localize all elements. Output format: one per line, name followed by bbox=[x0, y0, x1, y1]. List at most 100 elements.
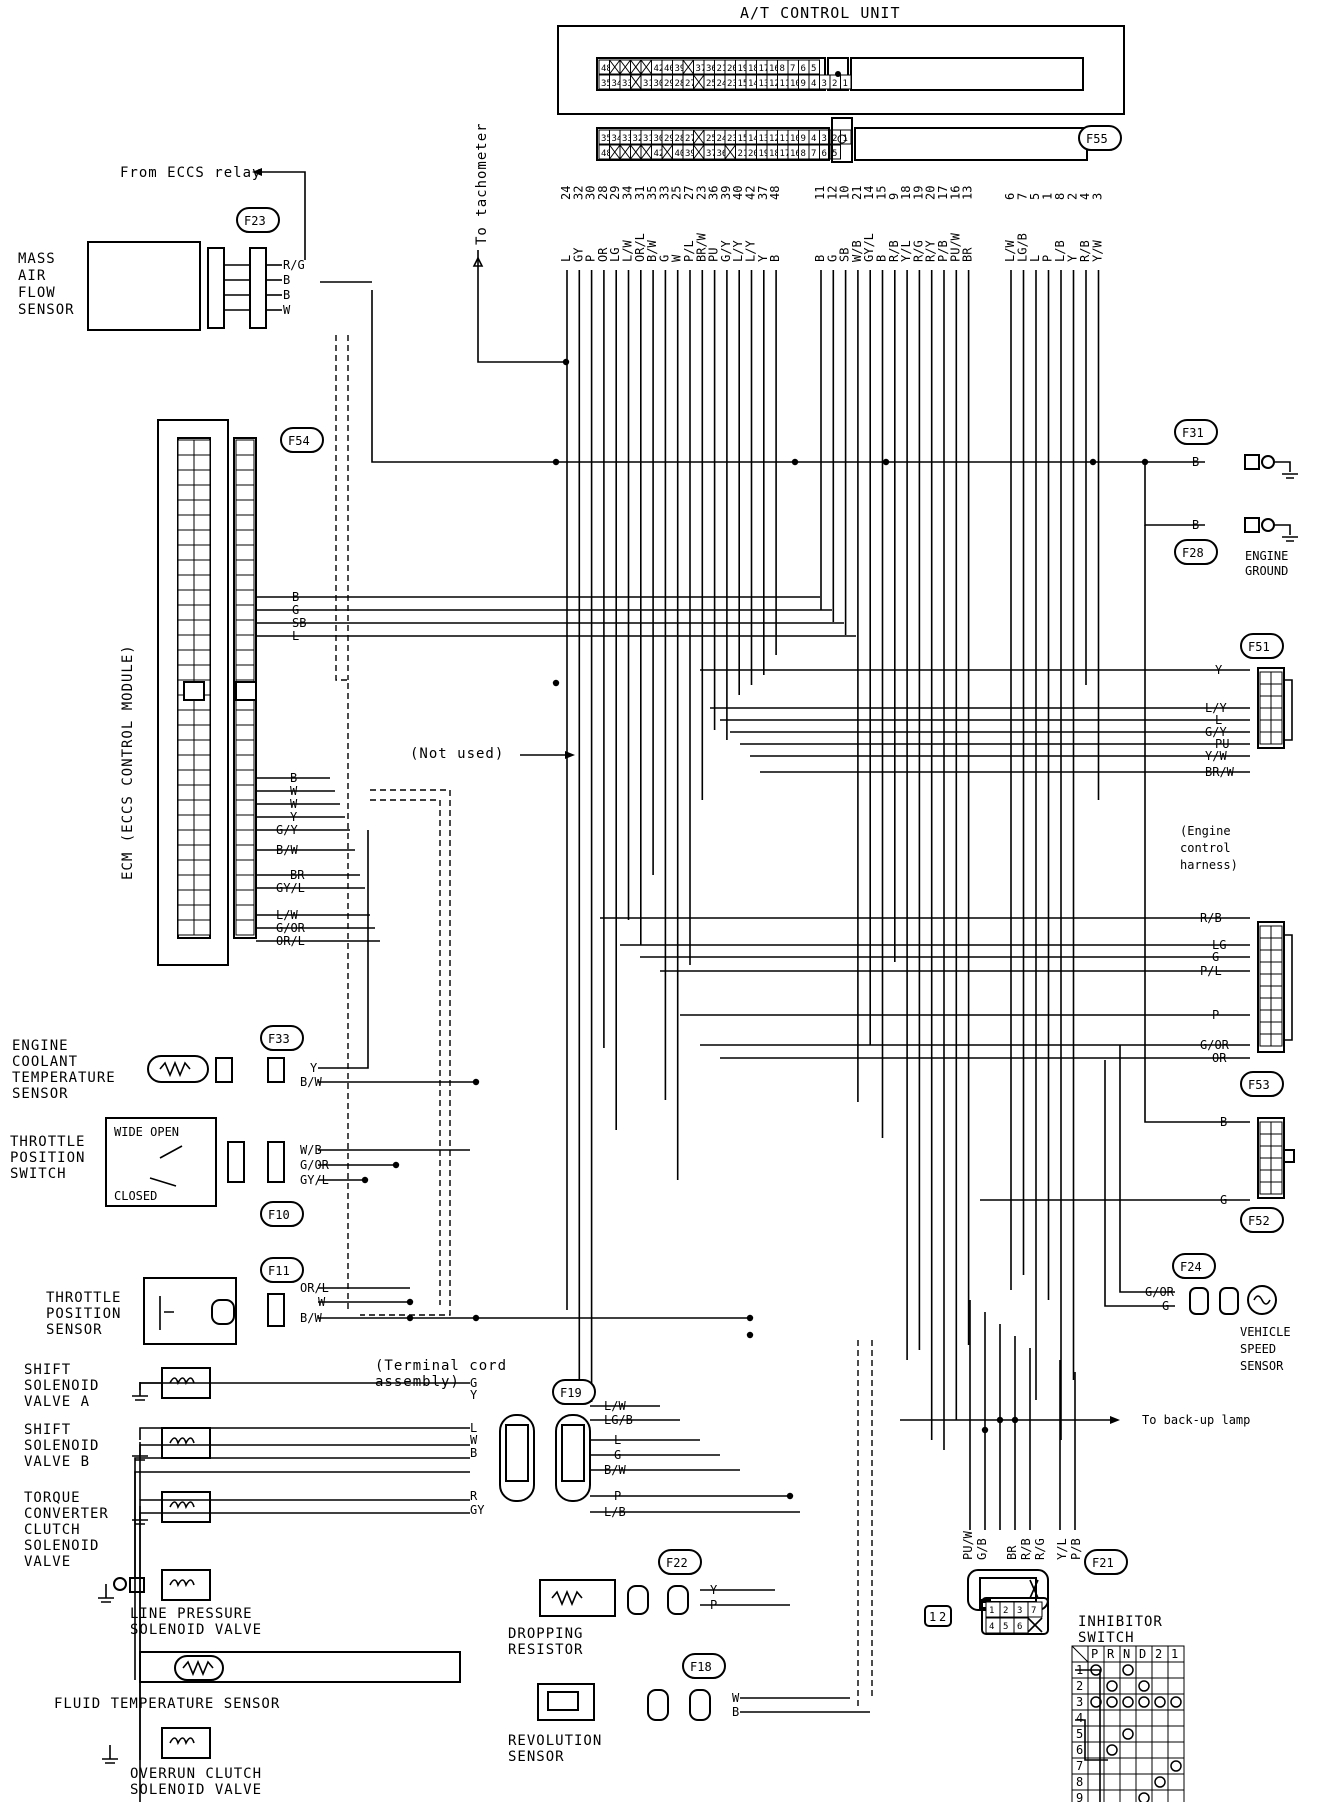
f55-top-pin: 30 bbox=[654, 134, 665, 144]
ecm-cell bbox=[177, 649, 195, 666]
f54-key bbox=[235, 681, 257, 701]
unit-top-pin: 5 bbox=[811, 64, 816, 74]
column-wire-color: Y/W bbox=[1091, 240, 1105, 262]
column-pin-number: 17 bbox=[936, 186, 950, 200]
f54-cell bbox=[235, 739, 255, 756]
ecm-cell bbox=[193, 499, 211, 516]
junction-dot bbox=[392, 1161, 400, 1169]
column-pin-number: 24 bbox=[559, 186, 573, 200]
svg-text:OR/L: OR/L bbox=[300, 1281, 329, 1295]
fluid-temperature-sensor-label: FLUID TEMPERATURE SENSOR bbox=[54, 1696, 280, 1712]
f55-bottom-cross bbox=[693, 144, 705, 160]
f54-cell bbox=[235, 439, 255, 456]
ecm-cell bbox=[177, 439, 195, 456]
column-wire-color: L bbox=[1028, 255, 1042, 262]
wire bbox=[1119, 1045, 1175, 1293]
column-pin-number: 5 bbox=[1028, 193, 1042, 200]
unit-bottom-pin: 34 bbox=[612, 79, 623, 89]
connector-tag-f18 bbox=[682, 1653, 726, 1679]
f55-bottom-pin: 40 bbox=[675, 149, 686, 159]
at-control-unit-box bbox=[557, 25, 1125, 115]
column-pin-number: 18 bbox=[899, 186, 913, 200]
column-wire-color: P bbox=[584, 255, 598, 262]
connector-tag-label: F19 bbox=[560, 1386, 582, 1400]
column-pin-number: 8 bbox=[1053, 193, 1067, 200]
junction-dot bbox=[562, 358, 570, 366]
junction-dot bbox=[552, 458, 560, 466]
engine-harness-label: control bbox=[1180, 841, 1231, 855]
wire bbox=[371, 290, 1205, 463]
unit-top-pin: 8 bbox=[780, 64, 785, 74]
torque-converter-clutch-label: VALVE bbox=[24, 1554, 71, 1570]
f55-top-pin: 13 bbox=[759, 134, 770, 144]
unit-bottom-pin: 2 bbox=[832, 79, 837, 89]
unit-bottom-pin: 25 bbox=[706, 79, 717, 89]
ecm-cell bbox=[193, 589, 211, 606]
connector-tag-label: F28 bbox=[1182, 546, 1204, 560]
connector-tag-f21 bbox=[1084, 1549, 1128, 1575]
connector-tag-f11 bbox=[260, 1257, 304, 1283]
ecm-cell bbox=[177, 799, 195, 816]
ecm-cell bbox=[177, 514, 195, 531]
f51-wire-label: BR/W bbox=[1205, 765, 1235, 779]
maf-label-3: FLOW bbox=[18, 285, 56, 301]
shift-solenoid-a-label: SHIFT bbox=[24, 1362, 71, 1378]
column-pin-number: 7 bbox=[1016, 193, 1030, 200]
f54-cell bbox=[235, 454, 255, 471]
unit-bottom-pin: 15 bbox=[738, 79, 749, 89]
ecm-label: ECM (ECCS CONTROL MODULE) bbox=[120, 644, 136, 880]
f54-cell bbox=[235, 589, 255, 606]
f54-cell bbox=[235, 754, 255, 771]
inhibitor-switch-label: SWITCH bbox=[1078, 1630, 1135, 1646]
ecm-cell bbox=[193, 889, 211, 906]
column-pin-number: 27 bbox=[682, 186, 696, 200]
engine-ground-label: ENGINE bbox=[1245, 549, 1288, 563]
connector-tag-f52 bbox=[1240, 1207, 1284, 1233]
ecm-cell bbox=[193, 529, 211, 546]
column-wire-color: LG/B bbox=[1016, 233, 1030, 262]
ecm-cell bbox=[177, 619, 195, 636]
column-pin-number: 30 bbox=[584, 186, 598, 200]
unit-top-cross bbox=[609, 59, 621, 75]
column-wire-color: BR/W bbox=[694, 232, 708, 262]
f23-wire-label: R/G bbox=[283, 258, 305, 272]
unit-bottom-pin: 4 bbox=[811, 79, 816, 89]
column-wire-color: G/Y bbox=[719, 240, 733, 262]
column-pin-number: 2 bbox=[1066, 193, 1080, 200]
shield-wire bbox=[360, 789, 451, 1316]
column-pin-number: 20 bbox=[924, 186, 938, 200]
ecm-cell bbox=[193, 754, 211, 771]
column-wire-color: L/W bbox=[621, 240, 635, 262]
f54-cell bbox=[235, 469, 255, 486]
ecm-cell bbox=[193, 469, 211, 486]
svg-text:1: 1 bbox=[929, 1610, 936, 1624]
f55-bottom-pin: 7 bbox=[811, 149, 816, 159]
f54-cell bbox=[235, 634, 255, 651]
column-wire-color: Y bbox=[756, 254, 770, 262]
connector-tag-label: F54 bbox=[288, 434, 310, 448]
ecm-cell bbox=[193, 559, 211, 576]
svg-text:B: B bbox=[470, 1446, 477, 1460]
connector-tag-label: F10 bbox=[268, 1208, 290, 1222]
f55-top-cross bbox=[693, 129, 705, 145]
column-pin-number: 9 bbox=[887, 193, 901, 200]
column-wire-color: GY/L bbox=[862, 233, 876, 262]
connector-tag-label: F55 bbox=[1086, 132, 1108, 146]
wire bbox=[1144, 525, 1250, 1123]
column-wire-color: W/B bbox=[850, 240, 864, 262]
column-pin-number: 48 bbox=[768, 186, 782, 200]
svg-text:L/W: L/W bbox=[604, 1399, 626, 1413]
unit-bottom-pin: 14 bbox=[748, 79, 759, 89]
column-wire-color: R/B bbox=[887, 240, 901, 262]
torque-converter-clutch-label: CLUTCH bbox=[24, 1522, 81, 1538]
column-wire-color: B bbox=[875, 255, 889, 262]
unit-top-pin: 39 bbox=[675, 64, 686, 74]
inhibitor-header: N bbox=[1123, 1647, 1130, 1661]
connector-tag-f53 bbox=[1240, 1071, 1284, 1097]
f24-wire-label: G bbox=[1162, 1299, 1169, 1313]
engine-coolant-temp-sensor-label: COOLANT bbox=[12, 1054, 78, 1070]
f55-bottom-cross bbox=[724, 144, 736, 160]
column-wire-color: Y bbox=[1066, 254, 1080, 262]
vehicle-speed-sensor-label: SENSOR bbox=[1240, 1359, 1284, 1373]
f54-cell bbox=[235, 559, 255, 576]
